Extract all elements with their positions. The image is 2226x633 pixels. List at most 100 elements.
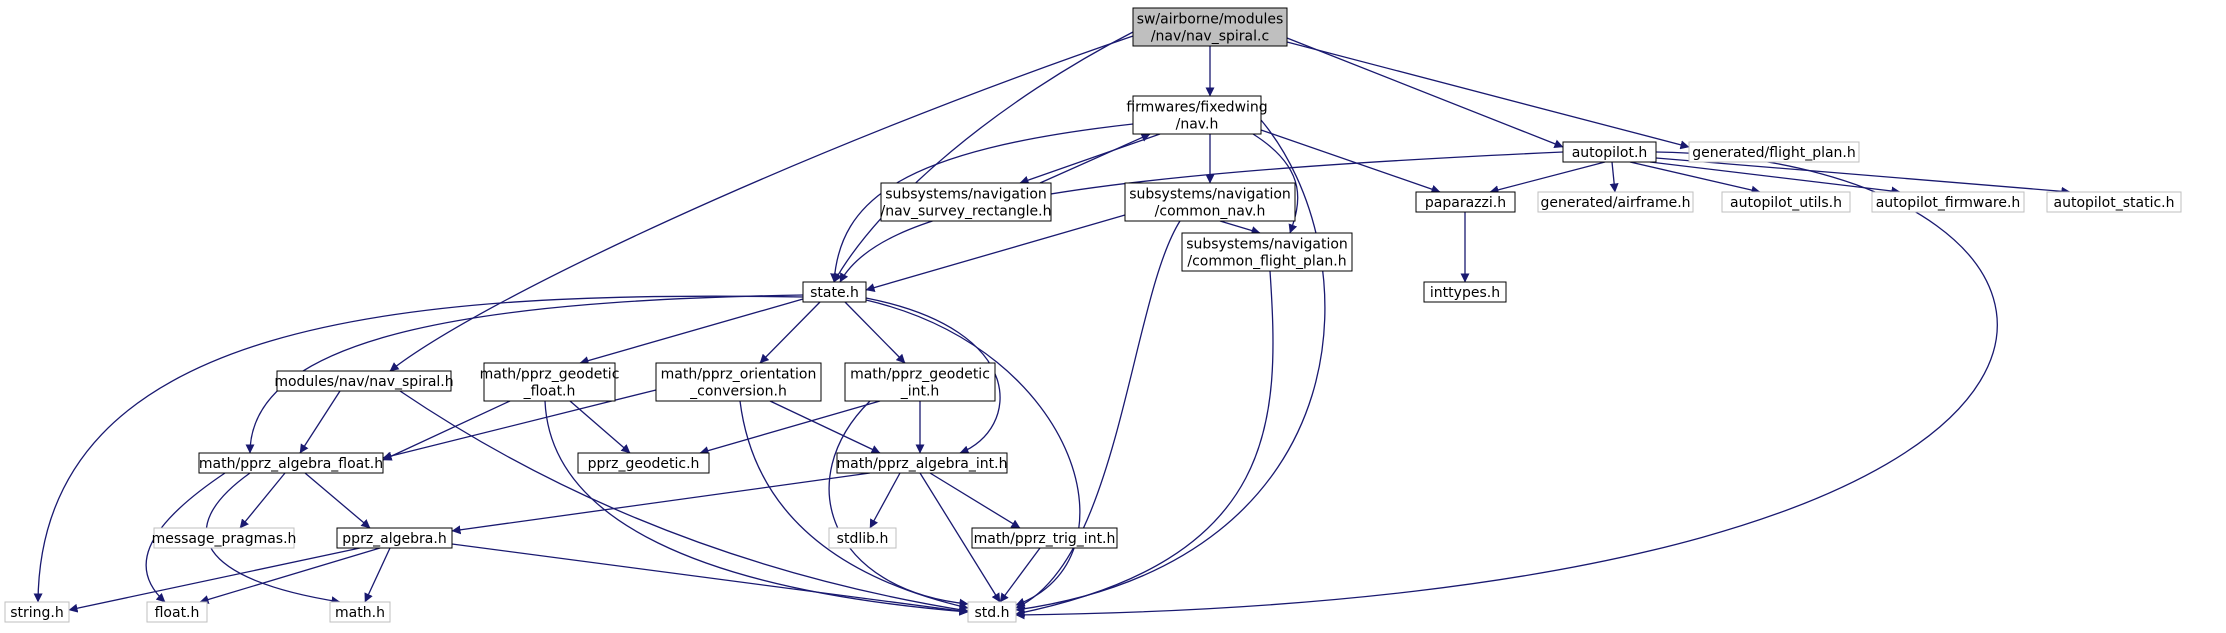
node-label: /nav/nav_spiral.c <box>1151 29 1269 45</box>
edge-autopilot_h-to-autopilot_firmware_h <box>1649 161 1901 196</box>
node-root[interactable]: sw/airborne/modules/nav/nav_spiral.c <box>1132 7 1288 47</box>
node-label: std.h <box>975 605 1010 621</box>
edge-nav_h-to-paparazzi_h <box>1260 129 1441 194</box>
edge-autopilot_h-to-paparazzi_h <box>1489 161 1606 195</box>
edge-state_h-to-std_h <box>865 299 1081 607</box>
node-label: /common_flight_plan.h <box>1187 254 1346 270</box>
node-pprz_geodetic_h[interactable]: pprz_geodetic.h <box>577 452 710 474</box>
node-airframe_h: generated/airframe.h <box>1537 191 1694 213</box>
edge-pprz_algebra_h-to-string_h <box>68 547 361 613</box>
edge-algebra_int_h-to-std_h <box>919 472 1001 603</box>
node-label: /nav_survey_rectangle.h <box>881 204 1052 220</box>
edge-root-to-state_h <box>833 31 1134 283</box>
node-label: stdlib.h <box>837 531 889 547</box>
edge-state_h-to-geodetic_int_h <box>844 301 906 364</box>
node-box <box>483 362 616 402</box>
node-label: pprz_algebra.h <box>342 531 446 547</box>
node-label: math/pprz_algebra_float.h <box>199 456 383 472</box>
node-label: math/pprz_geodetic <box>850 367 990 383</box>
edge-autopilot_h-to-airframe_h <box>1609 161 1619 193</box>
node-box <box>153 527 295 549</box>
node-box <box>577 452 710 474</box>
edge-state_h-to-geodetic_float_h <box>579 298 804 365</box>
node-box <box>276 370 452 392</box>
node-geodetic_float_h[interactable]: math/pprz_geodetic_float.h <box>480 362 620 402</box>
node-box <box>1423 281 1507 303</box>
edge-root-to-autopilot_h <box>1286 37 1564 149</box>
edge-root-to-flight_plan_h <box>1286 41 1690 150</box>
node-label: modules/nav/nav_spiral.h <box>274 374 453 390</box>
node-box <box>1871 191 2025 213</box>
edge-autopilot_h-to-autopilot_utils_h <box>1629 161 1761 195</box>
node-orientation_h[interactable]: math/pprz_orientation_conversion.h <box>655 362 822 402</box>
node-box <box>329 601 391 623</box>
node-label: /common_nav.h <box>1155 204 1266 220</box>
node-nav_spiral_h[interactable]: modules/nav/nav_spiral.h <box>274 370 454 392</box>
edge-nav_spiral_h-to-std_h <box>399 390 969 615</box>
node-label: autopilot_firmware.h <box>1876 195 2021 211</box>
edge-algebra_float_h-to-pprz_algebra_h <box>304 472 371 529</box>
edge-nav_spiral_h-to-algebra_float_h <box>299 390 341 454</box>
node-box <box>1688 141 1860 163</box>
node-label: state.h <box>810 285 859 301</box>
edge-geodetic_int_h-to-std_h <box>828 400 969 608</box>
edge-orientation_h-to-algebra_int_h <box>769 400 881 454</box>
node-common_fp_h[interactable]: subsystems/navigation/common_flight_plan… <box>1181 232 1353 272</box>
node-pprz_algebra_h[interactable]: pprz_algebra.h <box>336 527 453 549</box>
node-box <box>836 452 1008 474</box>
edge-algebra_float_h-to-message_pragmas_h <box>239 472 286 529</box>
node-nav_h[interactable]: firmwares/fixedwing/nav.h <box>1126 95 1268 135</box>
node-autopilot_h[interactable]: autopilot.h <box>1562 141 1657 163</box>
node-label: _float.h <box>523 384 576 400</box>
node-paparazzi_h[interactable]: paparazzi.h <box>1415 191 1516 213</box>
edge-geodetic_float_h-to-algebra_float_h <box>382 400 511 461</box>
node-algebra_float_h[interactable]: math/pprz_algebra_float.h <box>198 452 384 474</box>
node-box <box>146 601 208 623</box>
node-inttypes_h[interactable]: inttypes.h <box>1423 281 1507 303</box>
node-label: math/pprz_algebra_int.h <box>837 456 1008 472</box>
node-box <box>198 452 384 474</box>
edge-pprz_algebra_h-to-float_h <box>199 547 381 604</box>
node-label: _int.h <box>900 384 940 400</box>
edge-state_h-to-orientation_h <box>759 301 821 364</box>
node-geodetic_int_h[interactable]: math/pprz_geodetic_int.h <box>844 362 996 402</box>
node-autopilot_static_h: autopilot_static.h <box>2046 191 2182 213</box>
edge-geodetic_int_h-to-pprz_geodetic_h <box>699 400 881 455</box>
node-box <box>828 527 897 549</box>
edge-nav_h-to-nav_survey_rect <box>1019 133 1161 185</box>
node-label: pprz_geodetic.h <box>588 456 700 472</box>
edge-pprz_algebra_h-to-math_h <box>364 547 391 603</box>
node-autopilot_firmware_h: autopilot_firmware.h <box>1871 191 2025 213</box>
edge-pprz_algebra_h-to-std_h <box>451 543 969 616</box>
node-label: generated/flight_plan.h <box>1692 145 1856 161</box>
node-trig_int_h[interactable]: math/pprz_trig_int.h <box>971 527 1118 549</box>
node-label: generated/airframe.h <box>1540 195 1690 211</box>
node-nav_survey_rect[interactable]: subsystems/navigation/nav_survey_rectang… <box>880 182 1052 222</box>
node-label: math/pprz_trig_int.h <box>974 531 1116 547</box>
node-box <box>4 601 70 623</box>
edge-autopilot_h-to-std_h <box>1015 151 1998 620</box>
node-label: paparazzi.h <box>1425 195 1506 211</box>
edge-state_h-to-algebra_int_h <box>865 297 1001 455</box>
node-label: subsystems/navigation <box>1186 237 1348 253</box>
node-std_h: std.h <box>967 601 1017 623</box>
edge-nav_h-to-common_fp_h <box>1252 133 1299 234</box>
node-label: _conversion.h <box>689 384 787 400</box>
node-box <box>1181 232 1353 272</box>
edge-geodetic_float_h-to-std_h <box>544 400 969 616</box>
node-box <box>1132 95 1262 135</box>
node-box <box>1124 182 1296 222</box>
node-common_nav_h[interactable]: subsystems/navigation/common_nav.h <box>1124 182 1296 222</box>
node-algebra_int_h[interactable]: math/pprz_algebra_int.h <box>836 452 1008 474</box>
node-flight_plan_h: generated/flight_plan.h <box>1688 141 1860 163</box>
node-label: autopilot_utils.h <box>1730 195 1842 211</box>
edge-common_fp_h-to-std_h <box>1015 270 1274 617</box>
edge-algebra_int_h-to-stdlib_h <box>869 472 901 529</box>
node-stdlib_h: stdlib.h <box>828 527 897 549</box>
node-label: message_pragmas.h <box>152 531 297 547</box>
node-float_h: float.h <box>146 601 208 623</box>
node-state_h[interactable]: state.h <box>802 281 867 303</box>
node-label: inttypes.h <box>1430 285 1500 301</box>
edge-nav_survey_rect-to-nav_h <box>1039 133 1151 184</box>
edge-nav_h-to-std_h <box>1015 119 1326 614</box>
